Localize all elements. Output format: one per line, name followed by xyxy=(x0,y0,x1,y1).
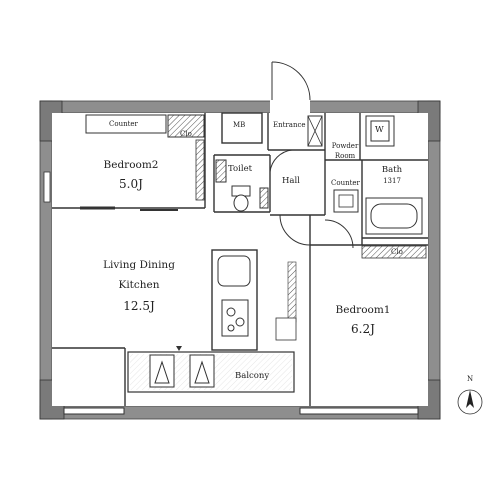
bathtub xyxy=(365,197,423,235)
compass-icon xyxy=(457,389,483,415)
window xyxy=(43,171,51,203)
interior-walls xyxy=(52,112,428,406)
cabinet xyxy=(275,317,297,341)
washer-label: W xyxy=(375,125,384,135)
outdoor-unit xyxy=(189,354,215,388)
closet-label: Clo xyxy=(180,130,192,138)
toilet-fixture xyxy=(215,159,269,212)
powder-room-line1: Powder xyxy=(331,142,359,150)
bedroom2-counter xyxy=(85,114,205,138)
bath-label: Bath xyxy=(381,165,403,175)
counter-small-label: Counter xyxy=(331,179,360,187)
toilet-label: Toilet xyxy=(228,164,253,174)
ldk-name-line2: Kitchen xyxy=(118,279,160,291)
outdoor-unit xyxy=(149,354,175,388)
hall-doors xyxy=(269,149,354,249)
entrance-opening xyxy=(270,100,310,114)
bedroom1-name: Bedroom1 xyxy=(335,304,391,316)
balcony xyxy=(127,346,295,393)
bedroom2-size: 5.0J xyxy=(119,177,143,191)
windows xyxy=(63,407,419,415)
mb-label: MB xyxy=(233,121,246,129)
powder-room-line2: Room xyxy=(334,152,356,160)
bedroom1-closet xyxy=(361,245,427,259)
ldk-name-line1: Living Dining xyxy=(103,259,175,271)
sliding-door xyxy=(80,206,178,211)
bedroom2-name: Bedroom2 xyxy=(103,159,159,171)
entrance-door xyxy=(271,61,311,101)
vanity-basin xyxy=(338,194,354,208)
sliding-door xyxy=(287,261,297,323)
hall-label: Hall xyxy=(282,176,300,186)
clo-bedroom1-label: Clo xyxy=(391,248,403,256)
entrance-label: Entrance xyxy=(273,121,306,129)
bath-size: 1317 xyxy=(383,177,401,185)
bedroom2-closet xyxy=(195,139,205,201)
counter-label: Counter xyxy=(109,120,138,128)
kitchen-fixtures xyxy=(217,255,251,337)
washer xyxy=(365,115,395,147)
ldk-size: 12.5J xyxy=(123,299,155,313)
compass-label: N xyxy=(467,375,474,383)
balcony-label: Balcony xyxy=(235,371,270,381)
bedroom1-size: 6.2J xyxy=(351,322,375,336)
